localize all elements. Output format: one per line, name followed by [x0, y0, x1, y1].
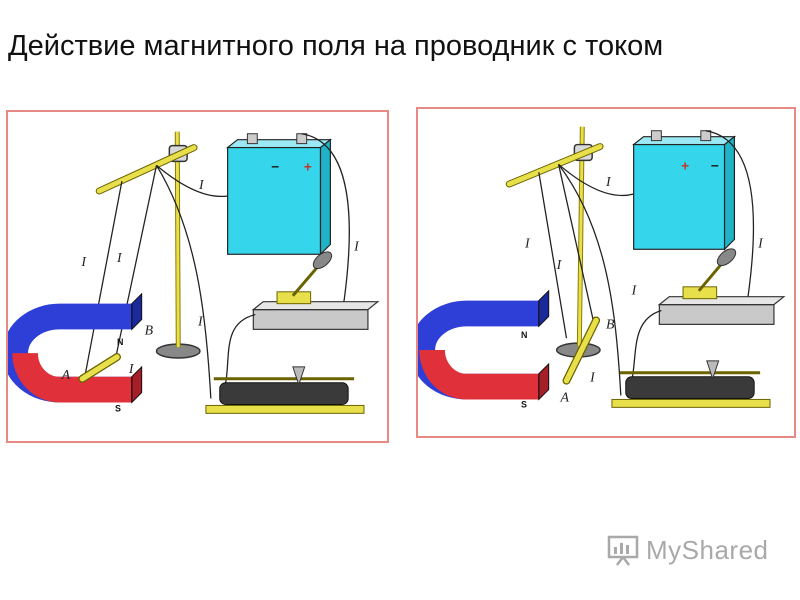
diagram-right-canvas: N S A B + − [418, 126, 786, 409]
lead-wire-rheostat [558, 163, 622, 396]
point-label-b: B [606, 316, 615, 331]
current-label-1: I [605, 174, 612, 189]
current-label-6: I [589, 370, 596, 385]
pole-label-south: S [115, 403, 121, 413]
current-label-1: I [198, 177, 205, 192]
presentation-board-icon [607, 535, 639, 566]
suspension-wire-a [84, 181, 123, 374]
current-label-2: I [524, 235, 531, 250]
battery-plus-label: + [681, 157, 689, 173]
battery-minus-label: − [271, 158, 279, 174]
pole-label-south: S [521, 399, 527, 409]
pole-label-north: N [521, 330, 527, 340]
battery-minus-label: − [711, 157, 719, 173]
current-label-5: I [197, 313, 204, 328]
horseshoe-magnet [8, 292, 143, 404]
knife-switch [657, 248, 786, 325]
point-label-b: B [145, 322, 154, 337]
current-label-6: I [128, 361, 135, 376]
current-label-3: I [556, 257, 563, 272]
battery [225, 133, 333, 256]
watermark-text: MyShared [646, 534, 769, 565]
current-label-2: I [80, 254, 87, 269]
knife-switch [251, 251, 380, 330]
current-label-4: I [757, 235, 764, 250]
battery-plus-label: + [304, 158, 312, 174]
lead-wire-battery [558, 163, 634, 197]
point-label-a: A [61, 367, 71, 382]
battery [631, 130, 737, 251]
point-label-a: A [560, 389, 570, 404]
current-label-3: I [116, 250, 123, 265]
rheostat [611, 360, 771, 408]
lead-wire-battery [156, 164, 228, 198]
slide-title: Действие магнитного поля на проводник с … [8, 30, 664, 62]
rheostat [205, 366, 365, 414]
diagram-left-canvas: N S A B − + [8, 131, 380, 414]
diagram-left: N S A B − + [6, 110, 389, 443]
horseshoe-magnet [418, 289, 550, 401]
watermark: MyShared [606, 534, 769, 566]
diagram-right: N S A B + − [416, 107, 796, 438]
current-label-5: I [631, 283, 638, 298]
current-label-4: I [353, 238, 360, 253]
suspension-wire-b [557, 164, 595, 325]
suspension-wire-a [538, 172, 568, 339]
lead-wire-rheostat [155, 165, 212, 399]
pole-label-north: N [117, 337, 123, 347]
